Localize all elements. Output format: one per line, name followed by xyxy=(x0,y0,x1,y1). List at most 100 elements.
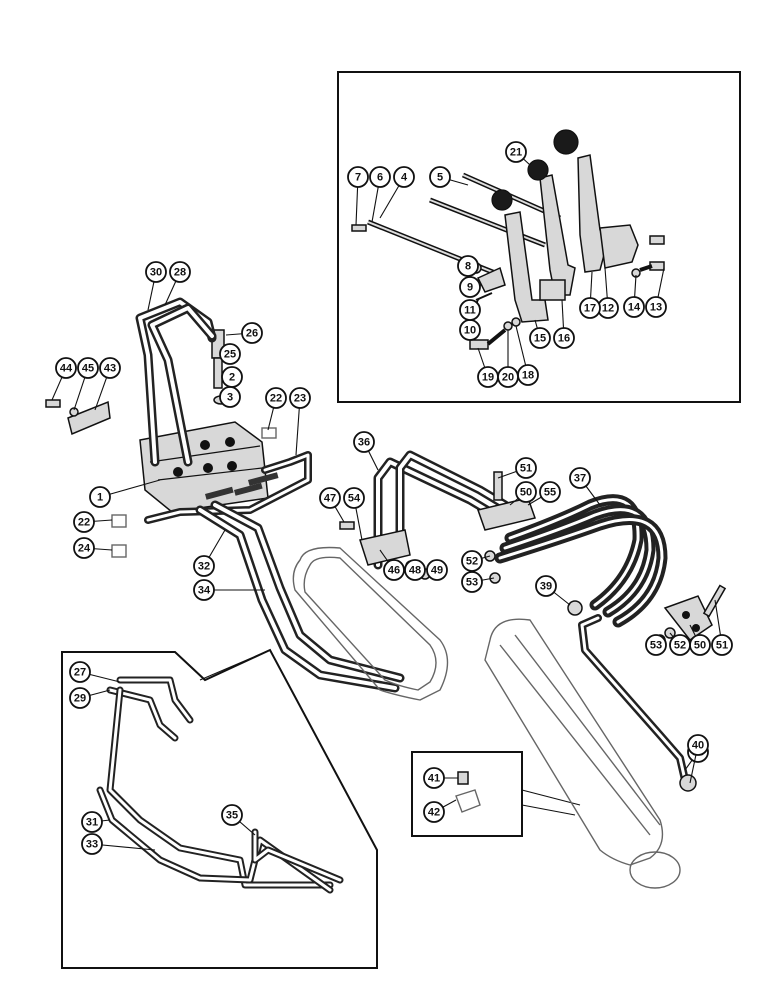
callout-circle xyxy=(539,481,561,503)
bolt xyxy=(45,399,61,408)
callout-22: 22 xyxy=(73,511,113,533)
callout-1: 1 xyxy=(89,479,161,508)
callout-19: 19 xyxy=(477,347,499,388)
callout-circle xyxy=(77,357,99,379)
callout-number: 31 xyxy=(86,817,98,829)
callout-circle xyxy=(515,457,537,479)
callout-number: 6 xyxy=(377,172,383,184)
callout-20: 20 xyxy=(497,330,519,388)
callout-53: 53 xyxy=(645,634,667,656)
callout-number: 13 xyxy=(650,302,662,314)
callout-number: 4 xyxy=(401,172,408,184)
callout-number: 52 xyxy=(674,640,686,652)
callout-32: 32 xyxy=(193,529,226,577)
callout-number: 34 xyxy=(198,585,211,597)
callout-number: 11 xyxy=(464,305,476,317)
cotter-pin xyxy=(475,292,493,301)
callout-number: 18 xyxy=(522,370,534,382)
callout-circle xyxy=(423,801,445,823)
tube-clamp xyxy=(359,529,411,566)
callout-number: 50 xyxy=(694,640,706,652)
callout-number: 10 xyxy=(464,325,476,337)
elbow-fitting xyxy=(567,600,583,616)
fitting xyxy=(455,789,481,813)
callout-number: 14 xyxy=(628,302,641,314)
inset-pointer-line xyxy=(199,649,271,681)
callout-13: 13 xyxy=(645,267,667,318)
callout-26: 26 xyxy=(225,322,263,344)
callout-circle xyxy=(81,811,103,833)
callout-number: 41 xyxy=(428,773,440,785)
bolt xyxy=(649,235,665,245)
callout-number: 20 xyxy=(502,372,514,384)
control-lever xyxy=(539,174,576,296)
callout-number: 3 xyxy=(227,392,233,404)
callout-circle xyxy=(569,467,591,489)
callout-number: 36 xyxy=(358,437,370,449)
callout-31: 31 xyxy=(81,811,111,833)
callout-45: 45 xyxy=(73,357,99,411)
control-lever-inset-frame xyxy=(337,71,741,403)
valve-spool xyxy=(234,482,263,496)
callout-52: 52 xyxy=(669,632,691,656)
callout-number: 46 xyxy=(388,565,400,577)
callout-number: 51 xyxy=(716,640,728,652)
callout-42: 42 xyxy=(423,799,457,823)
callout-circle xyxy=(73,537,95,559)
plug xyxy=(111,544,127,558)
callout-number: 43 xyxy=(104,363,116,375)
callout-55: 55 xyxy=(527,481,561,506)
callout-22: 22 xyxy=(265,387,287,431)
valve-spool xyxy=(205,486,234,500)
callout-48: 48 xyxy=(404,559,426,581)
callout-circle xyxy=(505,141,527,163)
valve-return-tubes xyxy=(135,297,312,524)
callout-6: 6 xyxy=(369,166,391,223)
callout-circle xyxy=(426,559,448,581)
callout-number: 47 xyxy=(324,493,336,505)
callout-number: 23 xyxy=(294,393,306,405)
callout-5: 5 xyxy=(429,166,469,188)
mounting-plate xyxy=(67,400,111,436)
callout-circle xyxy=(69,687,91,709)
callout-circle xyxy=(241,322,263,344)
callout-number: 21 xyxy=(510,147,522,159)
callout-43: 43 xyxy=(94,357,121,411)
callout-number: 53 xyxy=(466,577,478,589)
callout-number: 52 xyxy=(466,556,478,568)
callout-number: 49 xyxy=(431,565,443,577)
inset-pointer-line xyxy=(521,789,581,806)
lever-bracket xyxy=(599,224,639,269)
callout-number: 39 xyxy=(540,581,552,593)
callout-number: 30 xyxy=(150,267,162,279)
callout-28: 28 xyxy=(164,261,191,306)
callout-circle xyxy=(687,734,709,756)
callout-circle xyxy=(461,550,483,572)
callout-53: 53 xyxy=(461,571,495,593)
callout-41: 41 xyxy=(423,767,458,789)
callout-circle xyxy=(383,559,405,581)
alternate-tubes xyxy=(96,676,344,894)
hose-clamp-right xyxy=(654,584,727,646)
callout-37: 37 xyxy=(569,467,601,506)
bolt xyxy=(469,339,489,350)
callout-number: 5 xyxy=(437,172,443,184)
callout-number: 35 xyxy=(226,810,238,822)
callout-16: 16 xyxy=(553,299,575,349)
callout-52: 52 xyxy=(461,550,491,572)
callout-51: 51 xyxy=(711,599,733,656)
callout-33: 33 xyxy=(81,833,156,855)
hydraulic-hoses xyxy=(494,494,668,628)
callout-number: 22 xyxy=(78,517,90,529)
callout-number: 32 xyxy=(198,561,210,573)
callout-9: 9 xyxy=(459,276,483,298)
callout-29: 29 xyxy=(69,687,111,709)
main-tubes xyxy=(195,500,405,693)
callout-15: 15 xyxy=(529,319,551,349)
callout-36: 36 xyxy=(353,431,379,471)
callout-number: 27 xyxy=(74,667,86,679)
callout-circle xyxy=(73,511,95,533)
callout-circle xyxy=(623,296,645,318)
bolt xyxy=(493,471,503,501)
